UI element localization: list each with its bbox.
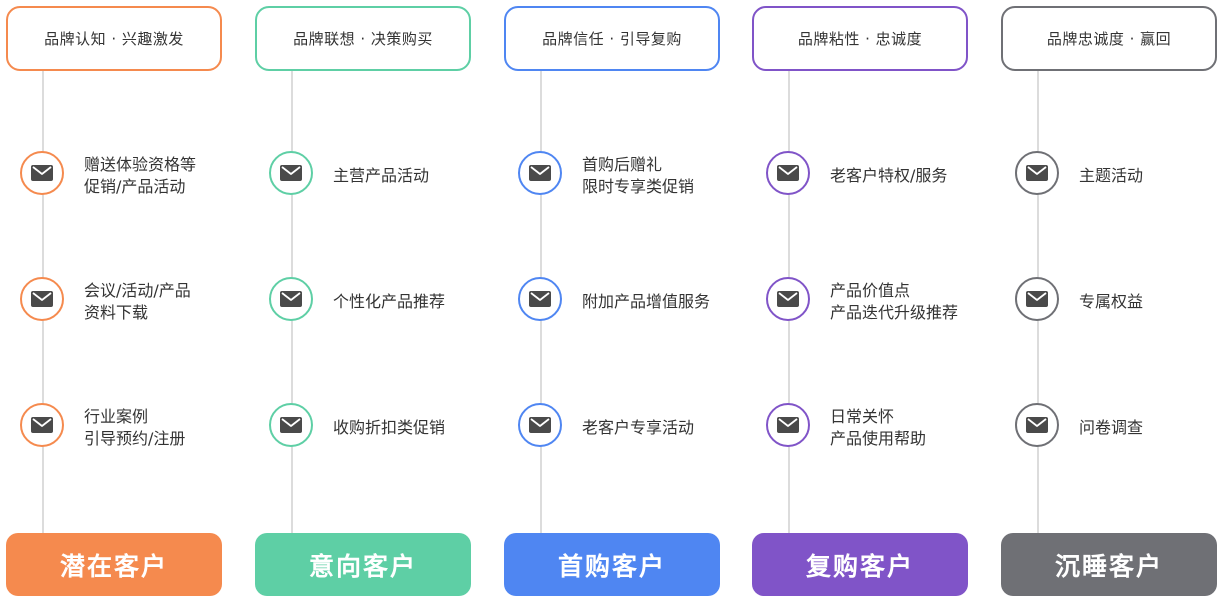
touchpoint-text: 附加产品增值服务 bbox=[582, 291, 710, 313]
touchpoint-item: 会议/活动/产品资料下载 bbox=[18, 277, 248, 327]
envelope-icon bbox=[766, 151, 810, 195]
customer-stage-button[interactable]: 复购客户 bbox=[752, 533, 968, 596]
customer-stage-button[interactable]: 沉睡客户 bbox=[1001, 533, 1217, 596]
touchpoint-line: 会议/活动/产品 bbox=[84, 281, 191, 300]
customer-stage-button[interactable]: 意向客户 bbox=[255, 533, 471, 596]
envelope-icon bbox=[518, 403, 562, 447]
touchpoint-line: 引导预约/注册 bbox=[84, 429, 186, 448]
touchpoint-item: 专属权益 bbox=[1013, 277, 1220, 327]
stage-column: 品牌忠诚度 · 赢回主题活动专属权益问卷调查沉睡客户 bbox=[1001, 0, 1217, 600]
touchpoint-line: 专属权益 bbox=[1079, 292, 1144, 311]
touchpoint-line: 收购折扣类促销 bbox=[333, 418, 446, 437]
touchpoint-line: 限时专享类促销 bbox=[582, 177, 695, 196]
touchpoint-line: 产品使用帮助 bbox=[830, 429, 927, 448]
touchpoint-text: 老客户特权/服务 bbox=[830, 165, 947, 187]
touchpoint-line: 主营产品活动 bbox=[333, 166, 430, 185]
touchpoint-text: 个性化产品推荐 bbox=[333, 291, 445, 313]
touchpoint-text: 收购折扣类促销 bbox=[333, 417, 445, 439]
envelope-icon bbox=[1015, 277, 1059, 321]
touchpoint-line: 个性化产品推荐 bbox=[333, 292, 446, 311]
touchpoint-text: 赠送体验资格等促销/产品活动 bbox=[84, 154, 196, 198]
envelope-icon bbox=[20, 277, 64, 321]
touchpoint-line: 首购后赠礼 bbox=[582, 155, 663, 174]
touchpoint-line: 老客户专享活动 bbox=[582, 418, 695, 437]
touchpoint-item: 主题活动 bbox=[1013, 151, 1220, 201]
touchpoint-line: 行业案例 bbox=[84, 407, 149, 426]
envelope-icon bbox=[766, 277, 810, 321]
envelope-icon bbox=[269, 277, 313, 321]
envelope-icon bbox=[20, 403, 64, 447]
touchpoint-item: 行业案例引导预约/注册 bbox=[18, 403, 248, 453]
touchpoint-line: 产品价值点 bbox=[830, 281, 911, 300]
touchpoint-text: 主题活动 bbox=[1079, 165, 1143, 187]
touchpoint-item: 赠送体验资格等促销/产品活动 bbox=[18, 151, 248, 201]
stage-header: 品牌联想 · 决策购买 bbox=[255, 6, 471, 71]
envelope-icon bbox=[1015, 151, 1059, 195]
touchpoint-item: 附加产品增值服务 bbox=[516, 277, 746, 327]
envelope-icon bbox=[518, 277, 562, 321]
envelope-icon bbox=[20, 151, 64, 195]
touchpoint-item: 老客户专享活动 bbox=[516, 403, 746, 453]
touchpoint-text: 产品价值点产品迭代升级推荐 bbox=[830, 280, 958, 324]
stage-header: 品牌忠诚度 · 赢回 bbox=[1001, 6, 1217, 71]
envelope-icon bbox=[1015, 403, 1059, 447]
touchpoint-text: 行业案例引导预约/注册 bbox=[84, 406, 185, 450]
touchpoint-text: 主营产品活动 bbox=[333, 165, 429, 187]
envelope-icon bbox=[518, 151, 562, 195]
touchpoint-item: 个性化产品推荐 bbox=[267, 277, 497, 327]
touchpoint-line: 资料下载 bbox=[84, 303, 149, 322]
touchpoint-text: 问卷调查 bbox=[1079, 417, 1143, 439]
customer-stage-button[interactable]: 首购客户 bbox=[504, 533, 720, 596]
touchpoint-item: 产品价值点产品迭代升级推荐 bbox=[764, 277, 994, 327]
touchpoint-item: 主营产品活动 bbox=[267, 151, 497, 201]
touchpoint-line: 附加产品增值服务 bbox=[582, 292, 711, 311]
touchpoint-text: 日常关怀产品使用帮助 bbox=[830, 406, 926, 450]
stage-column: 品牌粘性 · 忠诚度老客户特权/服务产品价值点产品迭代升级推荐日常关怀产品使用帮… bbox=[752, 0, 968, 600]
touchpoint-item: 老客户特权/服务 bbox=[764, 151, 994, 201]
touchpoint-line: 老客户特权/服务 bbox=[830, 166, 948, 185]
touchpoint-item: 问卷调查 bbox=[1013, 403, 1220, 453]
stage-column: 品牌认知 · 兴趣激发赠送体验资格等促销/产品活动会议/活动/产品资料下载行业案… bbox=[6, 0, 222, 600]
stage-header: 品牌认知 · 兴趣激发 bbox=[6, 6, 222, 71]
touchpoint-line: 问卷调查 bbox=[1079, 418, 1144, 437]
envelope-icon bbox=[766, 403, 810, 447]
touchpoint-text: 专属权益 bbox=[1079, 291, 1143, 313]
touchpoint-item: 收购折扣类促销 bbox=[267, 403, 497, 453]
touchpoint-line: 主题活动 bbox=[1079, 166, 1144, 185]
stage-header: 品牌信任 · 引导复购 bbox=[504, 6, 720, 71]
stage-header: 品牌粘性 · 忠诚度 bbox=[752, 6, 968, 71]
touchpoint-item: 日常关怀产品使用帮助 bbox=[764, 403, 994, 453]
touchpoint-text: 老客户专享活动 bbox=[582, 417, 694, 439]
envelope-icon bbox=[269, 403, 313, 447]
touchpoint-text: 会议/活动/产品资料下载 bbox=[84, 280, 191, 324]
stage-column: 品牌联想 · 决策购买主营产品活动个性化产品推荐收购折扣类促销意向客户 bbox=[255, 0, 471, 600]
touchpoint-line: 赠送体验资格等 bbox=[84, 155, 197, 174]
touchpoint-line: 产品迭代升级推荐 bbox=[830, 303, 959, 322]
customer-stage-button[interactable]: 潜在客户 bbox=[6, 533, 222, 596]
envelope-icon bbox=[269, 151, 313, 195]
touchpoint-line: 日常关怀 bbox=[830, 407, 895, 426]
touchpoint-line: 促销/产品活动 bbox=[84, 177, 186, 196]
stage-column: 品牌信任 · 引导复购首购后赠礼限时专享类促销附加产品增值服务老客户专享活动首购… bbox=[504, 0, 720, 600]
touchpoint-text: 首购后赠礼限时专享类促销 bbox=[582, 154, 694, 198]
touchpoint-item: 首购后赠礼限时专享类促销 bbox=[516, 151, 746, 201]
